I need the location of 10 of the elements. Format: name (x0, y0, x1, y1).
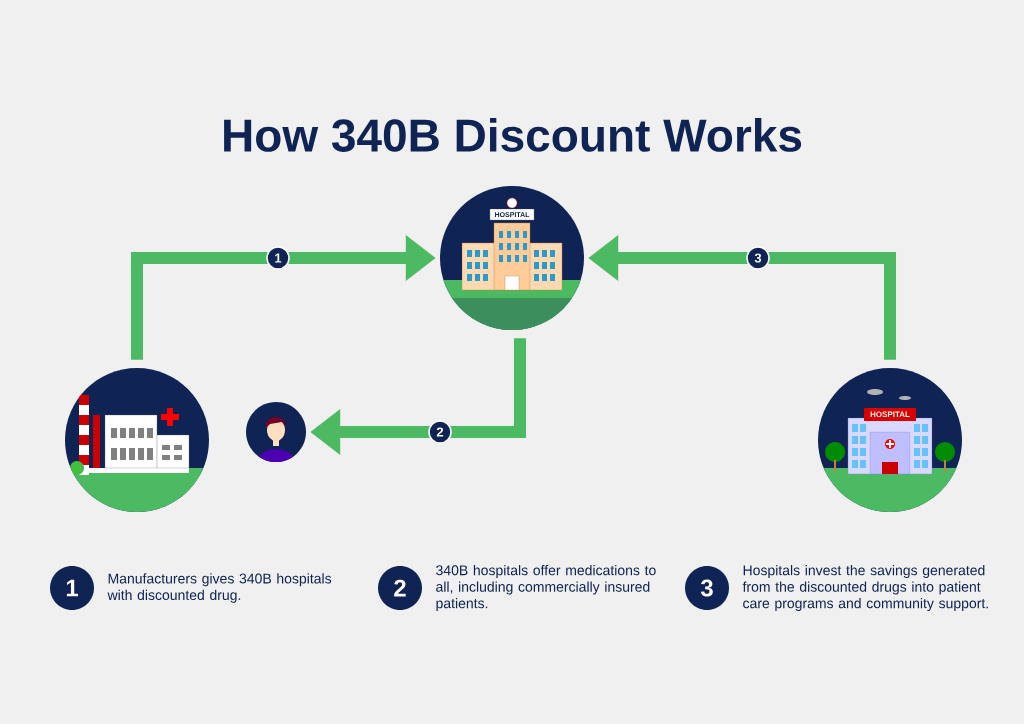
title: How 340B Discount Works (224, 118, 802, 152)
step-description: Hospitals invest the savings generated from the discounted drugs into patient care programs and community support. (742, 565, 988, 612)
edge-label: 1 (266, 246, 290, 270)
person-drawing (246, 402, 306, 462)
step-description: 340B hospitals offer medications to all, including commercially insured patients. (436, 565, 656, 612)
step-description: Manufacturers gives 340B hospitals with discounted drug. (107, 573, 332, 603)
edge-label: 2 (428, 420, 452, 444)
factory-drawing (65, 368, 209, 512)
hospital-drawing: HOSPITAL (818, 368, 962, 512)
edge-label: 3 (746, 246, 770, 270)
